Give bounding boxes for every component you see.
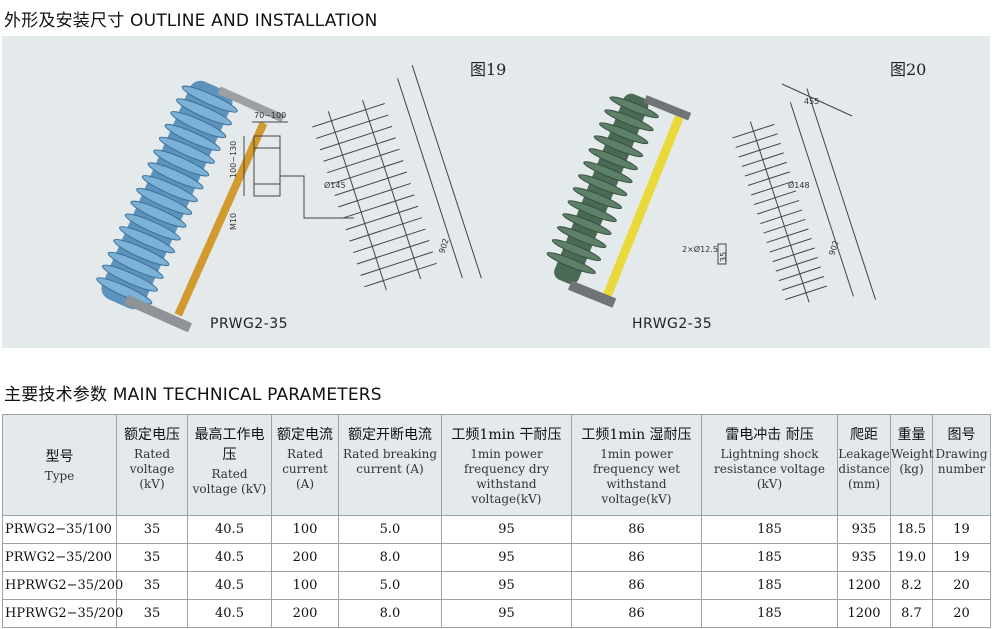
- figure-20-label: 图20: [890, 60, 927, 79]
- dim-bracket-height: 100~130: [229, 141, 238, 178]
- dim-bolt: M10: [229, 213, 238, 230]
- table-cell: 40.5: [187, 599, 272, 628]
- table-cell: 86: [571, 571, 702, 600]
- table-cell: 35: [116, 599, 188, 628]
- table-cell: 1200: [837, 599, 891, 628]
- table-cell: 40.5: [187, 571, 272, 600]
- table-cell: 35: [116, 571, 188, 600]
- dim-length: 902: [827, 239, 840, 256]
- dim-top: 455: [804, 97, 819, 106]
- table-cell: 95: [441, 571, 572, 600]
- figure-20-model: HRWG2-35: [632, 316, 713, 332]
- table-cell: 86: [571, 543, 702, 572]
- table-cell: 35: [116, 543, 188, 572]
- table-cell: 100: [271, 515, 339, 544]
- table-cell: 19: [932, 515, 991, 544]
- dim-hole-gap: 35: [719, 252, 728, 262]
- table-cell: 8.7: [890, 599, 933, 628]
- table-cell: PRWG2−35/100: [2, 515, 117, 544]
- dim-length: 902: [437, 237, 450, 254]
- table-row: PRWG2−35/100 35 40.5 100 5.0 95 86 185 9…: [2, 515, 991, 544]
- table-cell: 935: [837, 543, 891, 572]
- dim-diameter: Ø148: [788, 180, 810, 190]
- table-cell: 95: [441, 599, 572, 628]
- table-cell: 95: [441, 543, 572, 572]
- hrwg-fuse-photo: [546, 93, 692, 308]
- table-cell: 185: [701, 515, 838, 544]
- table-cell: 35: [116, 515, 188, 544]
- table-cell: 185: [701, 571, 838, 600]
- table-cell: 185: [701, 599, 838, 628]
- table-cell: 19: [932, 543, 991, 572]
- table-row: HPRWG2−35/200 35 40.5 200 8.0 95 86 185 …: [2, 599, 991, 628]
- table-cell: HPRWG2−35/200: [2, 599, 123, 628]
- table-cell: 40.5: [187, 515, 272, 544]
- dim-bracket-width: 70~100: [254, 111, 286, 120]
- figure-19-label: 图19: [470, 60, 507, 79]
- table-cell: 20: [932, 571, 991, 600]
- table-cell: 19.0: [890, 543, 933, 572]
- params-section-title: 主要技术参数 MAIN TECHNICAL PARAMETERS: [4, 385, 382, 405]
- table-cell: 200: [271, 599, 339, 628]
- outline-panel: 70~100 100~130 M10 Ø145 902: [2, 36, 990, 348]
- table-row: PRWG2−35/200 35 40.5 200 8.0 95 86 185 9…: [2, 543, 991, 572]
- table-cell: 40.5: [187, 543, 272, 572]
- table-cell: 95: [441, 515, 572, 544]
- table-cell: 20: [932, 599, 991, 628]
- outline-section-title: 外形及安装尺寸 OUTLINE AND INSTALLATION: [4, 11, 378, 31]
- figure-19-model: PRWG2-35: [210, 316, 289, 332]
- table-cell: 1200: [837, 571, 891, 600]
- table-cell: 200: [271, 543, 339, 572]
- prwg-outline-drawing: 70~100 100~130 M10 Ø145 902: [229, 65, 482, 291]
- table-row: HPRWG2−35/200 35 40.5 100 5.0 95 86 185 …: [2, 571, 991, 600]
- table-cell: 8.0: [338, 599, 442, 628]
- table-cell: 185: [701, 543, 838, 572]
- table-cell: 8.0: [338, 543, 442, 572]
- table-cell: 5.0: [338, 515, 442, 544]
- table-cell: 18.5: [890, 515, 933, 544]
- table-cell: 86: [571, 599, 702, 628]
- table-cell: 8.2: [890, 571, 933, 600]
- table-cell: 5.0: [338, 571, 442, 600]
- hrwg-outline-drawing: 455 Ø148 2×Ø12.5 35 902: [682, 83, 877, 303]
- dim-diameter: Ø145: [324, 180, 346, 190]
- dim-holes: 2×Ø12.5: [682, 244, 718, 254]
- table-cell: 86: [571, 515, 702, 544]
- table-cell: PRWG2−35/200: [2, 543, 117, 572]
- table-cell: HPRWG2−35/200: [2, 571, 123, 600]
- table-cell: 100: [271, 571, 339, 600]
- table-cell: 935: [837, 515, 891, 544]
